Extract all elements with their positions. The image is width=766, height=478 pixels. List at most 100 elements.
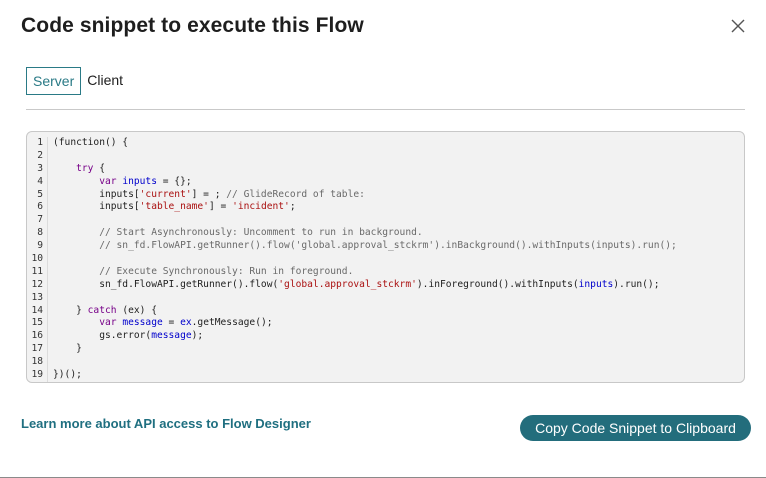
line-number: 13 [27,291,48,305]
line-number: 17 [27,343,48,357]
code-text: var message = ex.getMessage(); [48,317,273,330]
code-text: })(); [48,369,82,382]
code-text: } catch (ex) { [48,305,157,318]
dialog-title: Code snippet to execute this Flow [21,14,364,37]
code-text [48,214,53,227]
code-text: } [48,343,82,356]
line-number: 6 [27,201,48,215]
line-number: 2 [27,149,48,163]
code-token: ] = [208,201,233,213]
code-line: 9 // sn_fd.FlowAPI.getRunner().flow('glo… [27,240,744,254]
learn-more-link[interactable]: Learn more about API access to Flow Desi… [21,416,311,431]
code-line: 11 // Execute Synchronously: Run in fore… [27,265,744,279]
code-text [48,253,53,266]
tab-divider [26,109,745,110]
code-line: 13 [27,291,744,305]
tab-client[interactable]: Client [87,72,124,88]
code-token: // GlideRecord of table: [226,188,365,200]
copy-snippet-button[interactable]: Copy Code Snippet to Clipboard [520,415,751,441]
line-number: 8 [27,227,48,241]
line-number: 16 [27,330,48,344]
code-line: 16 gs.error(message); [27,330,744,344]
code-token [53,163,76,174]
code-token: ex [180,317,192,329]
code-token [53,176,99,187]
code-line: 3 try { [27,162,744,176]
code-text [48,150,53,163]
code-text: // Start Asynchronously: Uncomment to ru… [48,227,423,240]
code-token: var [99,317,117,329]
code-line: 19 })(); [27,369,744,382]
code-token: inputs [122,175,157,187]
close-icon[interactable] [727,15,749,37]
code-token: // Start Asynchronously: Uncomment to ru… [53,227,423,239]
code-token: ); [191,330,204,342]
code-line: 12 sn_fd.FlowAPI.getRunner().flow('globa… [27,278,744,292]
code-token: 'global.approval_stckrm' [278,278,417,290]
code-line: 14 } catch (ex) { [27,304,744,318]
code-token: var [99,175,117,187]
code-text: inputs['current'] = ; // GlideRecord of … [48,189,365,202]
line-number: 9 [27,240,48,254]
code-token: inputs[ [53,188,140,200]
line-number: 5 [27,188,48,202]
code-text [48,292,53,305]
code-token: sn_fd.FlowAPI.getRunner().flow( [53,278,279,290]
code-token: .getMessage(); [191,317,273,329]
code-text: // sn_fd.FlowAPI.getRunner().flow('globa… [48,240,677,253]
code-line: 15 var message = ex.getMessage(); [27,317,744,331]
code-token: // sn_fd.FlowAPI.getRunner().flow('globa… [53,240,677,252]
code-token: ; [289,201,296,213]
code-line: 2 [27,149,744,163]
code-token: 'incident' [232,201,290,213]
code-text [48,356,53,369]
code-token: message [122,317,163,329]
code-line: 17 } [27,343,744,357]
code-text: inputs['table_name'] = 'incident'; [48,201,296,214]
line-number: 1 [27,137,48,150]
code-line: 5 inputs['current'] = ; // GlideRecord o… [27,188,744,202]
code-line: 8 // Start Asynchronously: Uncomment to … [27,227,744,241]
code-token: 'table_name' [139,201,209,213]
line-number: 15 [27,317,48,331]
code-text: gs.error(message); [48,330,203,343]
line-number: 19 [27,369,48,382]
code-token: inputs [578,278,614,290]
line-number: 11 [27,265,48,279]
code-token: = {}; [156,175,192,187]
code-token: ] = ; [191,188,227,200]
code-token: { [93,162,105,174]
code-token: (function() { [53,137,129,148]
code-text: (function() { [48,137,128,150]
code-token: } [53,343,82,355]
code-token: try [76,162,94,174]
code-text: // Execute Synchronously: Run in foregro… [48,266,353,279]
code-token: })(); [53,369,82,381]
code-token: (ex) { [116,304,157,316]
code-line: 18 [27,356,744,370]
code-line: 6 inputs['table_name'] = 'incident'; [27,201,744,215]
tab-server[interactable]: Server [26,67,82,95]
line-number: 3 [27,162,48,176]
code-line: 7 [27,214,744,228]
code-token: ).run(); [613,278,660,290]
code-token: gs.error( [53,330,152,342]
line-number: 12 [27,278,48,292]
code-line: 10 [27,253,744,266]
code-token: catch [87,304,117,316]
line-number: 7 [27,214,48,228]
code-text: var inputs = {}; [48,175,192,189]
code-line: 4 var inputs = {}; [27,175,744,189]
code-token: inputs[ [53,201,140,213]
code-token: // Execute Synchronously: Run in foregro… [53,265,354,277]
code-token: message [151,330,192,342]
line-number: 10 [27,253,48,266]
tab-bar: Server Client [26,67,130,95]
code-token: = [162,317,181,329]
line-number: 14 [27,304,48,318]
code-text: try { [48,163,105,176]
code-text: sn_fd.FlowAPI.getRunner().flow('global.a… [48,278,660,292]
line-number: 4 [27,175,48,189]
